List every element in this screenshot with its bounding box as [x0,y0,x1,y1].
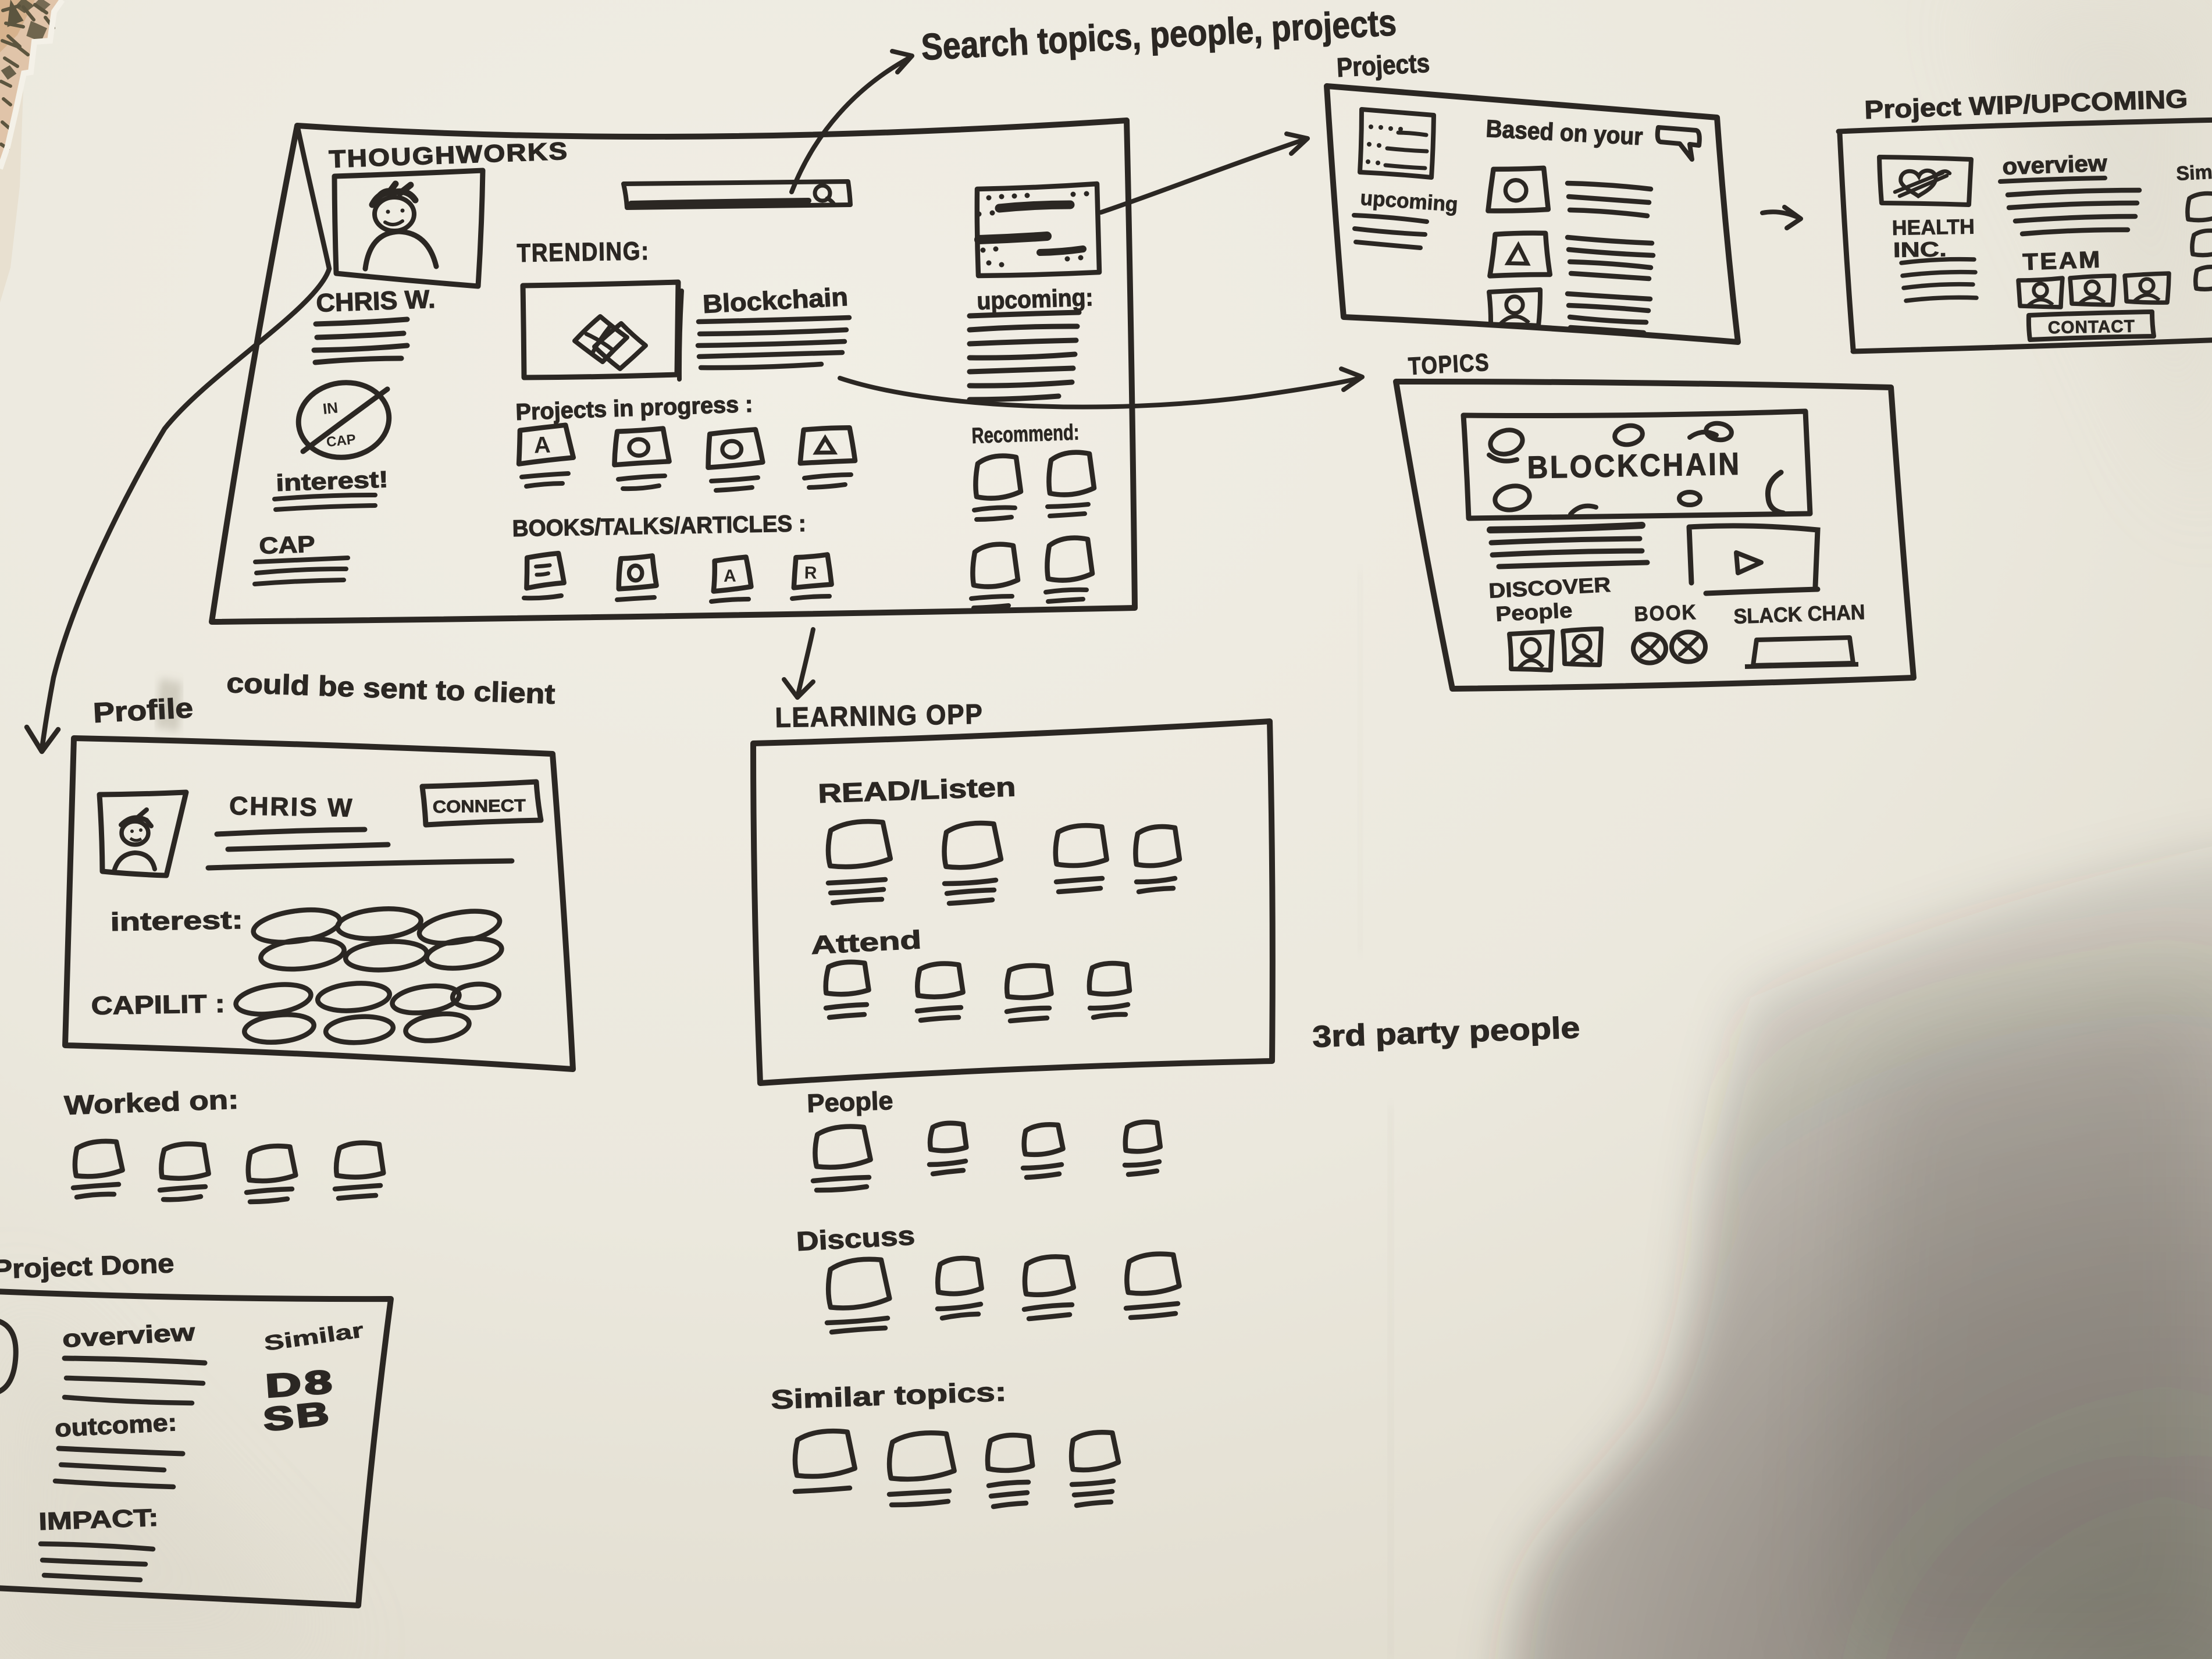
svg-text:CAPILIT :: CAPILIT : [91,989,225,1020]
svg-text:People: People [1495,598,1573,626]
svg-text:BOOKS/TALKS/ARTICLES :: BOOKS/TALKS/ARTICLES : [512,511,806,542]
svg-text:R: R [804,564,818,583]
svg-text:CONTACT: CONTACT [2048,317,2136,338]
svg-text:interest:: interest: [110,906,243,937]
svg-text:A: A [724,567,736,586]
svg-text:Projects: Projects [1336,48,1431,83]
svg-text:Sim: Sim [2175,161,2212,185]
svg-text:upcoming:: upcoming: [977,283,1094,315]
svg-text:People: People [807,1087,894,1118]
svg-text:IN: IN [322,398,339,418]
svg-text:BLOCKCHAIN: BLOCKCHAIN [1527,447,1741,485]
svg-text:Profile: Profile [92,693,194,729]
svg-text:Discuss: Discuss [796,1220,916,1256]
svg-text:HEALTH: HEALTH [1892,215,1975,240]
svg-text:Project Done: Project Done [0,1248,174,1284]
svg-text:CONNECT: CONNECT [433,796,526,817]
svg-text:Attend: Attend [810,925,922,960]
svg-text:overview: overview [2002,151,2108,180]
svg-text:CHRIS W.: CHRIS W. [316,285,436,318]
svg-text:A: A [533,432,551,458]
svg-text:Recommend:: Recommend: [971,421,1080,448]
svg-text:CHRIS W: CHRIS W [229,792,354,823]
svg-text:CAP: CAP [259,532,315,559]
svg-text:SLACK CHAN: SLACK CHAN [1733,600,1865,628]
svg-text:SB: SB [262,1394,334,1438]
svg-text:READ/Listen: READ/Listen [818,771,1017,809]
svg-text:BOOK: BOOK [1634,600,1697,626]
svg-text:Worked on:: Worked on: [64,1084,240,1120]
svg-text:TOPICS: TOPICS [1408,348,1490,380]
svg-text:outcome:: outcome: [54,1408,177,1442]
svg-text:TEAM: TEAM [2022,247,2102,275]
svg-text:D8: D8 [264,1363,336,1404]
svg-text:CAP: CAP [326,432,357,450]
svg-text:TRENDING:: TRENDING: [517,237,650,268]
svg-text:LEARNING OPP: LEARNING OPP [775,699,984,734]
svg-text:interest!: interest! [276,467,389,496]
svg-text:IMPACT:: IMPACT: [38,1504,159,1535]
